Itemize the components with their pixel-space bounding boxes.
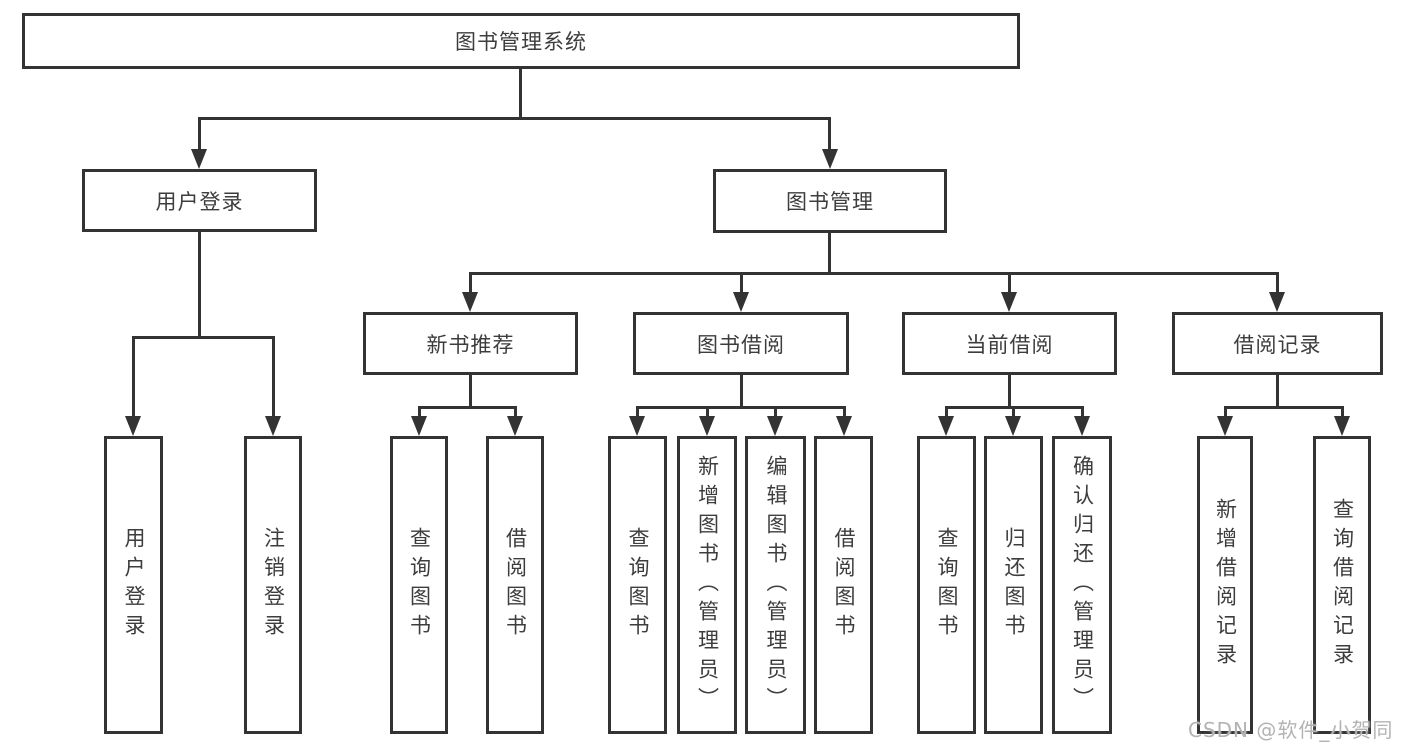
connector-drop-nbr-query	[418, 406, 421, 418]
connector-drop-leaf-user-login	[132, 336, 135, 418]
connector-drop-user-login	[198, 117, 201, 151]
node-label: 图书管理系统	[455, 30, 587, 54]
leaf-query-book: 查询图书	[917, 436, 976, 734]
csdn-watermark: CSDN @软件_小贺同学	[1188, 718, 1394, 742]
arrow-down-icon	[1001, 292, 1017, 312]
arrow-down-icon	[125, 416, 141, 436]
arrow-down-icon	[1334, 416, 1350, 436]
connector-nbr-hbar	[418, 406, 517, 409]
connector-drop-br-query	[1341, 406, 1344, 418]
connector-cb-stem	[1008, 375, 1011, 406]
leaf-label: 查询图书	[626, 527, 650, 643]
connector-br-hbar	[1224, 406, 1343, 409]
leaf-label: 新增借阅记录	[1213, 498, 1238, 672]
leaf-query-book: 查询图书	[608, 436, 667, 734]
connector-drop-book-mgmt	[828, 117, 831, 151]
connector-bb-hbar	[636, 406, 845, 409]
node-label: 图书借阅	[697, 332, 785, 357]
arrow-down-icon	[767, 416, 783, 436]
leaf-label: 注销登录	[261, 527, 286, 643]
node-book-management: 图书管理	[713, 169, 947, 233]
connector-drop-bb-borrow	[843, 406, 846, 418]
connector-book-mgmt-hbar	[469, 272, 1279, 275]
connector-drop-bb-query	[636, 406, 639, 418]
arrow-down-icon	[411, 416, 427, 436]
leaf-label: 查询借阅记录	[1330, 498, 1355, 672]
leaf-label: 借阅图书	[832, 527, 856, 643]
arrow-down-icon	[507, 416, 523, 436]
node-new-book-recommendation: 新书推荐	[363, 312, 578, 375]
leaf-confirm-return-admin: 确认归还（管理员）	[1052, 436, 1112, 734]
connector-br-stem	[1276, 375, 1279, 406]
arrow-down-icon	[1269, 292, 1285, 312]
leaf-label: 查询图书	[407, 527, 432, 643]
leaf-label: 确认归还（管理员）	[1070, 454, 1095, 716]
leaf-add-borrow-record: 新增借阅记录	[1197, 436, 1253, 734]
connector-drop-cb-return	[1012, 406, 1015, 418]
arrow-down-icon	[265, 416, 281, 436]
leaf-label: 借阅图书	[503, 527, 528, 643]
arrow-down-icon	[1074, 416, 1090, 436]
connector-drop-bb-edit	[774, 406, 777, 418]
arrow-down-icon	[699, 416, 715, 436]
node-label: 用户登录	[155, 189, 244, 214]
connector-drop-leaf-logout	[272, 336, 275, 418]
arrow-down-icon	[629, 416, 645, 436]
connector-root-hbar	[198, 117, 831, 120]
connector-user-login-stem	[198, 232, 201, 336]
connector-root-stem	[519, 69, 522, 117]
connector-drop-cb-query	[945, 406, 948, 418]
node-current-borrowing: 当前借阅	[902, 312, 1117, 375]
node-label: 当前借阅	[965, 332, 1054, 357]
leaf-add-book-admin: 新增图书（管理员）	[677, 436, 737, 734]
connector-drop-borrow-record	[1276, 272, 1279, 294]
leaf-label: 归还图书	[1002, 527, 1026, 643]
leaf-label: 查询图书	[935, 527, 959, 643]
arrow-down-icon	[1005, 416, 1021, 436]
connector-drop-new-book-rec	[469, 272, 472, 294]
arrow-down-icon	[462, 292, 478, 312]
arrow-down-icon	[191, 149, 207, 169]
arrow-down-icon	[733, 292, 749, 312]
connector-drop-bb-add	[706, 406, 709, 418]
leaf-label: 用户登录	[122, 527, 146, 643]
connector-book-mgmt-stem	[828, 233, 831, 272]
node-label: 图书管理	[786, 190, 874, 214]
leaf-return-book: 归还图书	[984, 436, 1043, 734]
leaf-borrow-book: 借阅图书	[486, 436, 544, 734]
node-label: 借阅记录	[1233, 332, 1322, 357]
connector-drop-nbr-borrow	[514, 406, 517, 418]
leaf-query-book: 查询图书	[390, 436, 448, 734]
connector-drop-current-borrow	[1008, 272, 1011, 294]
node-book-borrowing: 图书借阅	[633, 312, 849, 375]
node-borrowing-records: 借阅记录	[1172, 312, 1383, 375]
leaf-user-login: 用户登录	[104, 436, 163, 734]
arrow-down-icon	[1217, 416, 1233, 436]
node-library-management-system: 图书管理系统	[22, 13, 1020, 69]
arrow-down-icon	[836, 416, 852, 436]
leaf-label: 编辑图书（管理员）	[764, 454, 788, 716]
leaf-logout: 注销登录	[244, 436, 302, 734]
connector-drop-cb-confirm	[1081, 406, 1084, 418]
connector-drop-br-add	[1224, 406, 1227, 418]
leaf-edit-book-admin: 编辑图书（管理员）	[745, 436, 806, 734]
connector-user-login-hbar	[132, 336, 275, 339]
connector-nbr-stem	[469, 375, 472, 406]
arrow-down-icon	[822, 149, 838, 169]
leaf-label: 新增图书（管理员）	[695, 454, 720, 716]
node-user-login: 用户登录	[82, 169, 317, 232]
connector-drop-book-borrow	[740, 272, 743, 294]
arrow-down-icon	[938, 416, 954, 436]
connector-bb-stem	[740, 375, 743, 406]
leaf-query-borrow-record: 查询借阅记录	[1313, 436, 1371, 734]
leaf-borrow-book: 借阅图书	[814, 436, 873, 734]
node-label: 新书推荐	[426, 332, 515, 357]
